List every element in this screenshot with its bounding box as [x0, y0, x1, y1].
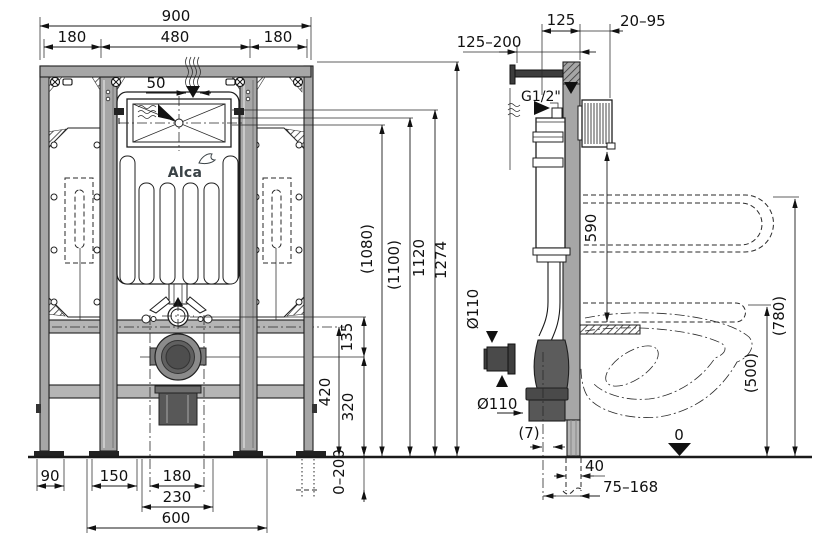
- dim-top-segments: 180 480 180: [43, 28, 308, 58]
- dim-rail-height: 420: [316, 326, 342, 456]
- svg-text:50: 50: [146, 74, 165, 92]
- side-view: G1/2" 125–200 125 20–95: [457, 11, 799, 500]
- svg-text:420: 420: [316, 378, 334, 407]
- brand-logo: Alca: [168, 165, 203, 181]
- dim-outlet-distance-range: 75–168: [543, 478, 658, 499]
- svg-text:(1100): (1100): [385, 240, 403, 290]
- svg-text:75–168: 75–168: [603, 478, 658, 496]
- flow-arrow-icon: [158, 104, 176, 121]
- foot-plate: [233, 451, 263, 456]
- dim-height-total: 1274: [432, 61, 460, 456]
- water-connection: G1/2": [507, 89, 561, 117]
- svg-text:1274: 1274: [432, 241, 450, 279]
- dim-outlet-diameter-top: Ø110: [464, 289, 482, 329]
- dim-bottom-rows: 90 150 180 230 600: [36, 459, 268, 533]
- waste-elbow-side: [525, 339, 570, 422]
- svg-text:230: 230: [163, 488, 192, 506]
- dim-drain-height: 320: [339, 356, 367, 456]
- dim-bowl-height: (500): [742, 304, 771, 456]
- side-panel-right: [252, 127, 307, 332]
- svg-text:150: 150: [100, 467, 129, 485]
- frame-structure: [34, 65, 326, 456]
- svg-text:180: 180: [264, 28, 293, 46]
- svg-text:320: 320: [339, 393, 357, 422]
- svg-text:40: 40: [585, 457, 604, 475]
- cistern-side: [532, 102, 571, 342]
- front-view: Alca: [34, 7, 460, 533]
- drain-elbow-front: [149, 333, 207, 381]
- foot-plate: [89, 451, 119, 456]
- foot-plate: [34, 451, 64, 456]
- dim-frame-depth: 125: [541, 11, 581, 95]
- dim-inlet-offset: 50: [146, 74, 211, 96]
- bowl-fixing-plate: [579, 324, 641, 335]
- svg-text:(780): (780): [770, 296, 788, 336]
- dim-wall-clearance: 20–95: [580, 12, 666, 98]
- window-clamp: [114, 108, 124, 115]
- window-clamp: [234, 108, 244, 115]
- top-rail: [39, 65, 312, 78]
- anchor-bolt-icon: [49, 76, 304, 88]
- floor-zero-icon: [668, 443, 691, 456]
- dim-floor-outlet-width: 40: [554, 457, 605, 479]
- svg-text:0: 0: [674, 426, 684, 444]
- water-inlet-icon: [185, 56, 201, 98]
- side-panel-left: [45, 127, 104, 332]
- dim-height-1080: (1080): [358, 124, 385, 456]
- dim-outlet-offset: (7): [518, 424, 565, 450]
- svg-text:0–200: 0–200: [330, 449, 348, 495]
- svg-text:180: 180: [163, 467, 192, 485]
- dim-seat-outline-height: (780): [770, 196, 799, 456]
- dim-flush-to-drain: 135: [338, 316, 367, 357]
- dim-height-1100: (1100): [385, 117, 413, 456]
- dim-plate-to-bowl: 590: [582, 151, 610, 322]
- svg-text:600: 600: [162, 509, 191, 527]
- floor-level-marker: 0: [668, 426, 691, 456]
- svg-text:480: 480: [161, 28, 190, 46]
- seat-lid-outline: [583, 194, 774, 323]
- dim-height-1120: 1120: [410, 109, 438, 456]
- swan-logo-icon: [198, 153, 217, 165]
- drain-pipe-front: [154, 385, 202, 426]
- flush-pipe-front: [149, 283, 207, 331]
- svg-text:90: 90: [40, 467, 59, 485]
- wall-bracket: [509, 64, 564, 170]
- extended-foot-outline: [296, 459, 320, 498]
- svg-text:180: 180: [58, 28, 87, 46]
- svg-text:(7): (7): [518, 424, 539, 442]
- svg-text:G1/2": G1/2": [521, 89, 561, 105]
- dim-outlet-diameter-bottom: Ø110: [477, 395, 523, 416]
- panel-bolts-left: [50, 141, 101, 306]
- svg-text:125–200: 125–200: [457, 33, 522, 51]
- cistern-ribs: [119, 155, 239, 285]
- svg-text:(1080): (1080): [358, 224, 376, 274]
- svg-text:590: 590: [582, 214, 600, 243]
- wc-bowl-outline: [580, 312, 753, 418]
- cistern: Alca: [114, 91, 244, 285]
- svg-text:900: 900: [162, 7, 191, 25]
- dim-leg-extension: 0–200: [330, 444, 367, 502]
- flush-plate-box: [577, 99, 616, 150]
- svg-text:(500): (500): [742, 353, 760, 393]
- coupling-sleeve: [483, 331, 516, 387]
- svg-text:Ø110: Ø110: [464, 289, 482, 329]
- foot-plate: [296, 451, 326, 456]
- svg-text:1120: 1120: [410, 239, 428, 277]
- dim-bracket-range: 125–200: [457, 33, 596, 63]
- svg-text:20–95: 20–95: [620, 12, 666, 30]
- dim-overall-width: 900: [39, 7, 312, 60]
- svg-text:Ø110: Ø110: [477, 395, 517, 413]
- svg-text:125: 125: [547, 11, 576, 29]
- svg-text:135: 135: [338, 323, 356, 352]
